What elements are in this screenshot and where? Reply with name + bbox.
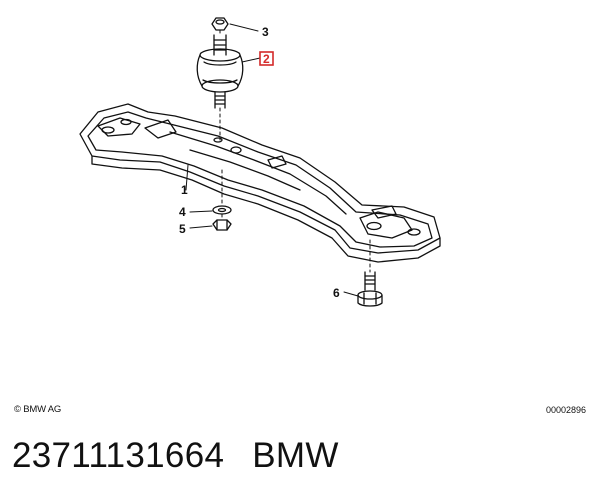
callout-6: 6: [333, 286, 340, 300]
callout-1: 1: [181, 183, 188, 197]
hex-nut: [212, 219, 232, 231]
callout-5: 5: [179, 222, 186, 236]
exploded-view-drawing: [79, 17, 441, 307]
callout-4: 4: [179, 205, 186, 219]
callout-2: 2: [263, 52, 270, 66]
part-number: 23711131664: [12, 436, 225, 475]
part-info: 23711131664 BMW: [12, 436, 339, 476]
assembly-lines: [219, 29, 371, 273]
copyright-text: © BMW AG: [14, 404, 62, 415]
crossmember: [79, 103, 441, 263]
rubber-mount: [196, 34, 244, 109]
leader-lines: [185, 23, 359, 297]
drawing-number: 00002896: [545, 405, 586, 415]
brand-name: BMW: [252, 436, 339, 475]
flange-bolt: [357, 271, 383, 307]
parts-diagram: 3 2 1 4 5 6: [79, 17, 441, 307]
top-nut: [211, 17, 229, 31]
callout-highlight-box: [259, 51, 274, 66]
washer: [212, 205, 232, 215]
callout-3: 3: [262, 25, 269, 39]
